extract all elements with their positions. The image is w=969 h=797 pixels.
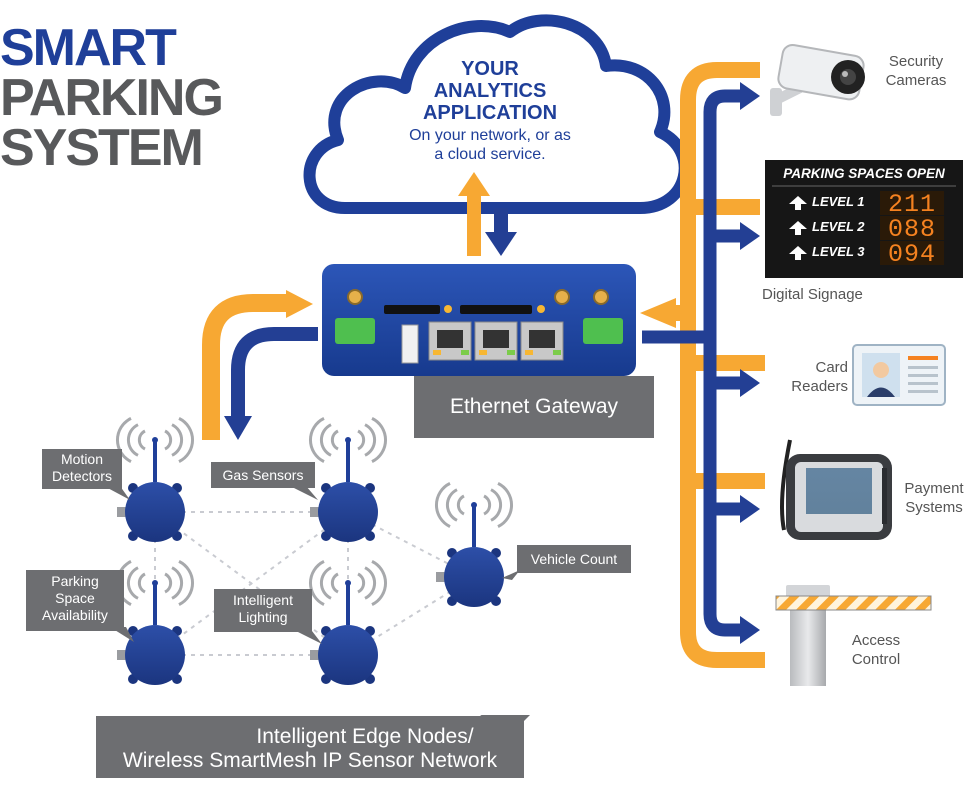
cloud-heading-2: ANALYTICS bbox=[433, 80, 547, 102]
cloud-subtext-2: a cloud service. bbox=[434, 146, 546, 163]
network-line-2: Wireless SmartMesh IP Sensor Network bbox=[122, 749, 498, 772]
cameras-label-2: Cameras bbox=[885, 72, 947, 89]
intelligent-lighting-callout: Intelligent Lighting bbox=[214, 589, 312, 632]
lighting-label-2: Lighting bbox=[238, 609, 288, 625]
access-label-2: Control bbox=[851, 651, 901, 668]
signage-count-3: 094 bbox=[887, 240, 936, 269]
card-label-2: Readers bbox=[791, 378, 848, 395]
parking-availability-callout: Parking Space Availability bbox=[26, 570, 124, 631]
signage-level-1: LEVEL 1 bbox=[812, 194, 865, 209]
id-card-icon bbox=[852, 344, 946, 406]
parking-availability-node bbox=[115, 560, 195, 685]
gas-sensor-node bbox=[308, 417, 388, 542]
payment-label-2: Systems bbox=[905, 499, 963, 516]
motion-detector-node bbox=[115, 417, 195, 542]
title-system: SYSTEM bbox=[0, 119, 204, 177]
cloud-shape bbox=[303, 14, 691, 214]
signage-level-3: LEVEL 3 bbox=[812, 244, 865, 259]
network-line-1: Intelligent Edge Nodes/ bbox=[256, 725, 474, 748]
access-barrier-icon bbox=[775, 585, 932, 686]
mesh-links bbox=[154, 511, 475, 656]
gateway-device bbox=[322, 264, 636, 376]
blue-arrowheads bbox=[740, 82, 760, 644]
gas-label: Gas Sensors bbox=[222, 467, 304, 483]
parking-label-3: Availability bbox=[42, 607, 108, 623]
title-smart: SMART bbox=[0, 19, 177, 77]
cloud-gateway-arrows bbox=[458, 172, 517, 256]
intelligent-lighting-node bbox=[308, 560, 388, 685]
cameras-label-1: Security bbox=[888, 53, 944, 70]
title-parking: PARKING bbox=[0, 69, 224, 127]
vehicle-count-callout: Vehicle Count bbox=[517, 545, 631, 573]
signage-count-2: 088 bbox=[887, 215, 936, 244]
payment-terminal-icon bbox=[780, 439, 892, 540]
network-label: Intelligent Edge Nodes/ Wireless SmartMe… bbox=[96, 725, 524, 773]
cloud-heading-1: YOUR bbox=[461, 58, 519, 80]
blue-bus bbox=[642, 89, 742, 637]
card-readers-label: Card Readers bbox=[776, 358, 848, 396]
payment-label-1: Payment bbox=[904, 480, 964, 497]
network-label-plate bbox=[96, 716, 524, 778]
vehicle-label: Vehicle Count bbox=[530, 551, 618, 567]
motion-detectors-callout: Motion Detectors bbox=[42, 449, 122, 489]
access-label-1: Access bbox=[851, 632, 901, 649]
cloud-text: YOUR ANALYTICS APPLICATION On your netwo… bbox=[360, 58, 620, 164]
signage-count-1: 211 bbox=[887, 190, 936, 219]
sensor-nodes bbox=[115, 417, 514, 685]
parking-label-2: Space bbox=[55, 590, 95, 606]
signage-header: PARKING SPACES OPEN bbox=[783, 166, 945, 181]
digital-signage-label: Digital Signage bbox=[762, 286, 863, 303]
gas-sensors-callout: Gas Sensors bbox=[211, 462, 315, 488]
digital-signage-board bbox=[765, 160, 963, 278]
parking-label-1: Parking bbox=[51, 573, 99, 589]
gateway-label-plate bbox=[414, 376, 654, 438]
gateway-sensor-arrows bbox=[202, 294, 318, 440]
motion-label-2: Detectors bbox=[52, 468, 112, 484]
cloud-subtext-1: On your network, or as bbox=[409, 127, 571, 144]
orange-bus bbox=[672, 62, 765, 668]
security-camera-icon bbox=[770, 43, 865, 116]
vehicle-count-node bbox=[434, 482, 514, 607]
cloud-heading-3: APPLICATION bbox=[422, 102, 558, 124]
access-control-label: Access Control bbox=[838, 631, 914, 669]
lighting-label-1: Intelligent bbox=[233, 592, 293, 608]
payment-systems-label: Payment Systems bbox=[898, 479, 969, 517]
motion-label-1: Motion bbox=[60, 451, 104, 467]
security-cameras-label: Security Cameras bbox=[870, 52, 962, 90]
gateway-label: Ethernet Gateway bbox=[449, 395, 619, 418]
signage-level-2: LEVEL 2 bbox=[812, 219, 865, 234]
card-label-1: Card bbox=[815, 359, 848, 376]
